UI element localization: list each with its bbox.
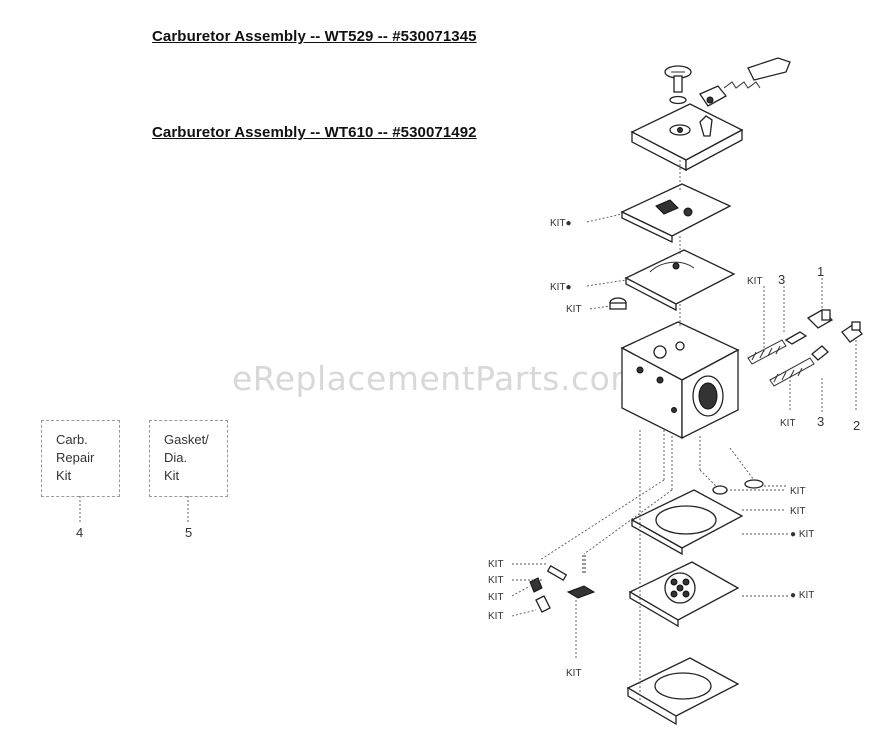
idle-adjust-spring[interactable] <box>699 57 791 107</box>
screen[interactable] <box>744 479 764 489</box>
callout-ref-3: 3 <box>778 272 785 287</box>
limiter-cap-2[interactable] <box>841 321 863 343</box>
callout-kit: KIT <box>488 559 504 570</box>
callout-kit: KIT <box>488 575 504 586</box>
top-screw[interactable] <box>664 65 692 105</box>
callout-kit: KIT● <box>550 282 572 293</box>
callout-kit: KIT <box>790 486 806 497</box>
low-speed-needle[interactable] <box>769 345 829 387</box>
ref-number-4: 4 <box>76 525 84 540</box>
metering-gasket[interactable] <box>624 249 736 312</box>
limiter-cap-1[interactable] <box>806 309 834 329</box>
carburetor-body[interactable] <box>620 321 740 440</box>
fuel-needle[interactable] <box>535 595 551 613</box>
kit-box-line: Carb. <box>56 432 88 447</box>
callout-kit: KIT <box>566 668 582 679</box>
title-wt529: Carburetor Assembly -- WT529 -- #5300713… <box>152 28 477 45</box>
callout-kit: KIT <box>747 276 763 287</box>
callout-kit: KIT <box>488 592 504 603</box>
carb-repair-kit-box[interactable]: Carb. Repair Kit <box>41 420 120 497</box>
callout-kit: ● KIT <box>790 529 814 540</box>
pump-cover[interactable] <box>626 657 740 726</box>
metering-diaphragm[interactable] <box>620 183 732 244</box>
title-wt610: Carburetor Assembly -- WT610 -- #5300714… <box>152 124 477 141</box>
callout-kit: KIT <box>566 304 582 315</box>
callout-labels: KIT● KIT● KIT KIT 3 1 KIT 3 2 KIT KIT ● … <box>488 218 860 679</box>
callout-ref-1: 1 <box>817 264 824 279</box>
pump-diaphragm[interactable] <box>628 561 740 628</box>
kit-box-line: Repair <box>56 450 95 465</box>
watermark: eReplacementParts.com <box>232 359 643 398</box>
callout-kit: KIT● <box>550 218 572 229</box>
pump-gasket[interactable] <box>630 489 744 556</box>
ref-number-5: 5 <box>185 525 193 540</box>
kit-box-line: Dia. <box>164 450 188 465</box>
kit-box-line: Gasket/ <box>164 432 209 447</box>
callout-kit: KIT <box>780 418 796 429</box>
lever-screw[interactable] <box>566 585 596 599</box>
callout-kit: KIT <box>790 506 806 517</box>
callout-kit: KIT <box>488 611 504 622</box>
callout-ref-3: 3 <box>817 414 824 429</box>
inlet-needle[interactable] <box>609 297 627 310</box>
inlet-lever[interactable] <box>529 577 543 593</box>
carburetor-cover[interactable] <box>630 103 744 172</box>
callout-ref-2: 2 <box>853 418 860 433</box>
kit-box-line: Kit <box>56 468 72 483</box>
kit-box-line: Kit <box>164 468 180 483</box>
needle-spring[interactable] <box>582 555 586 573</box>
high-speed-needle[interactable] <box>747 331 808 365</box>
pivot-pin[interactable] <box>546 565 568 581</box>
leader-lines <box>511 160 857 700</box>
check-valve[interactable] <box>712 485 728 495</box>
callout-kit: ● KIT <box>790 590 814 601</box>
gasket-dia-kit-box[interactable]: Gasket/ Dia. Kit <box>149 420 228 497</box>
